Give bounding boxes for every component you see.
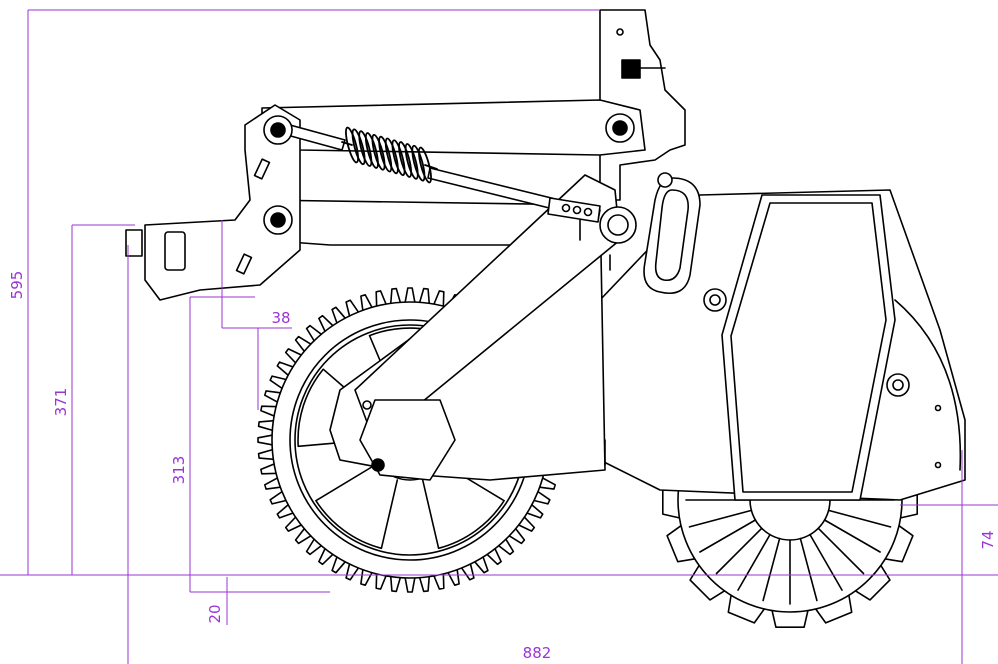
dim-hitch-height bbox=[71, 224, 135, 575]
handle-loop bbox=[643, 177, 701, 294]
dimension-lines bbox=[0, 9, 998, 664]
hub-bearing-plate bbox=[359, 399, 456, 481]
dim-overall-height bbox=[27, 9, 600, 575]
hitch-slot bbox=[164, 231, 186, 271]
dim-frame-height bbox=[189, 296, 255, 592]
label-595: 595 bbox=[8, 271, 26, 300]
label-371: 371 bbox=[52, 388, 70, 417]
side-cover-shield bbox=[721, 194, 896, 501]
dim-horizontal-offset bbox=[221, 220, 292, 410]
label-74: 74 bbox=[979, 530, 997, 549]
hitch-bolt bbox=[125, 229, 143, 257]
top-latch bbox=[621, 59, 641, 79]
dim-ground-offset bbox=[190, 577, 330, 625]
machine-linework bbox=[125, 9, 966, 629]
upper-link-arm bbox=[261, 99, 646, 156]
label-38: 38 bbox=[271, 309, 290, 327]
label-313: 313 bbox=[170, 456, 188, 485]
label-882: 882 bbox=[523, 644, 552, 662]
coil-spring bbox=[341, 126, 438, 184]
rear-housing-arc bbox=[894, 299, 962, 471]
side-cover-inner bbox=[730, 202, 887, 493]
dimension-labels: 595 371 313 20 38 882 74 bbox=[8, 271, 997, 662]
label-20: 20 bbox=[206, 604, 224, 623]
dim-overall-length bbox=[127, 245, 963, 664]
pivot-bolts bbox=[263, 28, 942, 472]
